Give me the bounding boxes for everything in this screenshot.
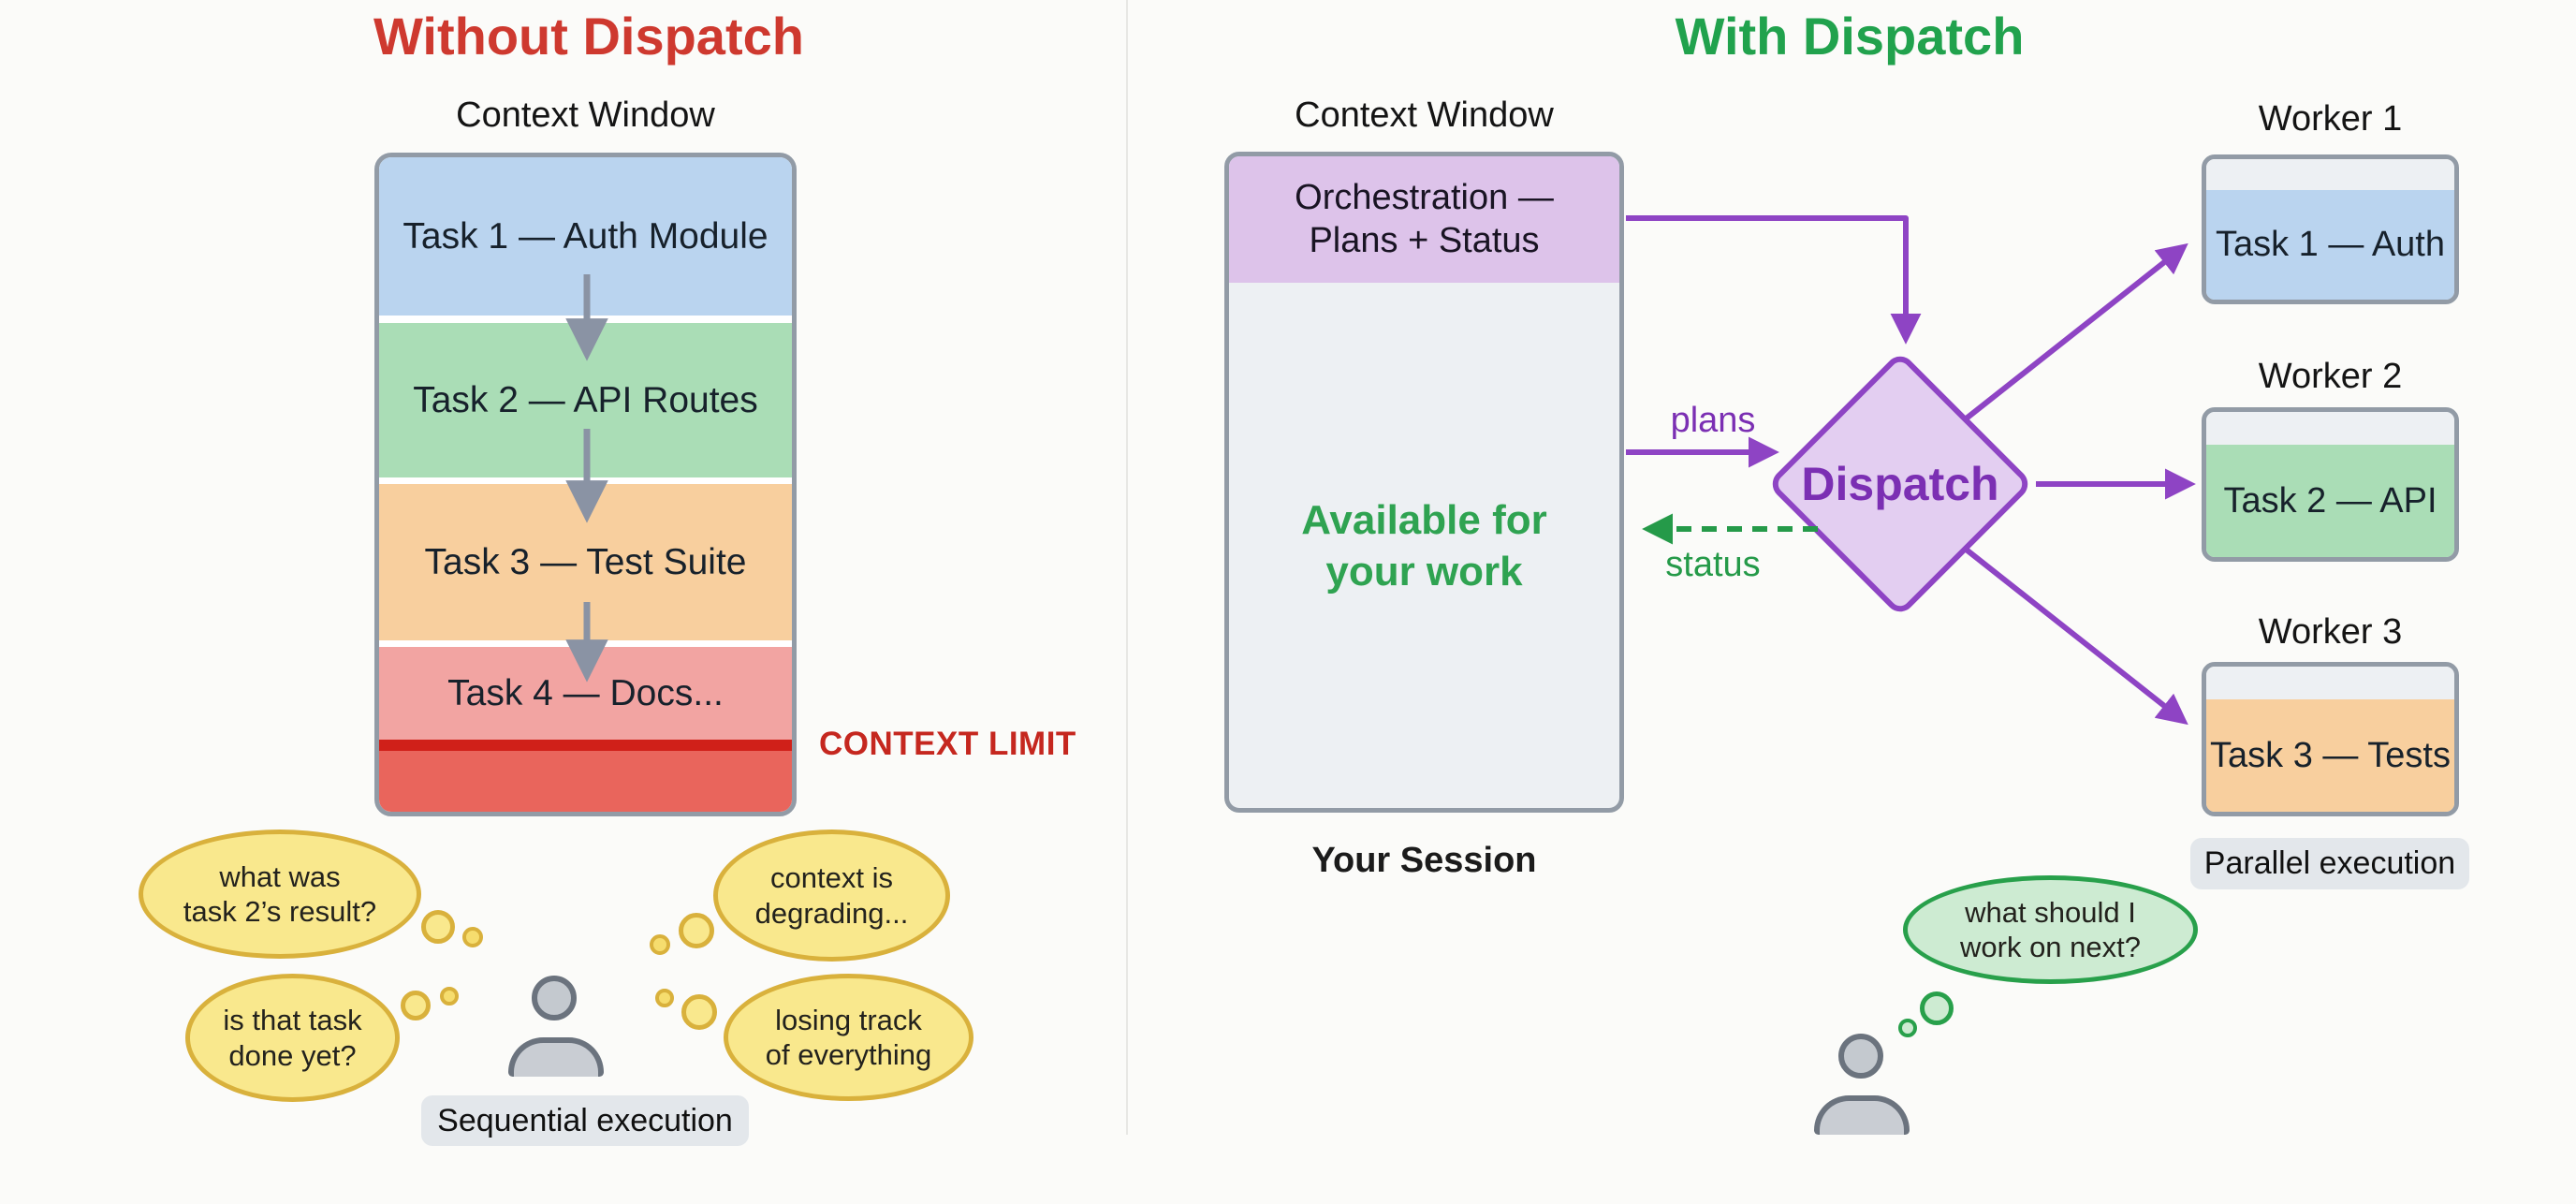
thought-dot	[679, 913, 714, 948]
thought-bubble-context-degrading: context is degrading...	[713, 830, 950, 962]
orchestration-to-dispatch-arrow	[1626, 215, 1922, 345]
worker-2-box: Task 2 — API	[2202, 407, 2459, 562]
person-head	[1838, 1034, 1883, 1079]
worker-3-task: Task 3 — Tests	[2206, 699, 2454, 812]
task-3-label: Task 3 — Test Suite	[424, 541, 747, 582]
dispatch-to-worker1-arrow	[1962, 242, 2188, 423]
task-segment-3: Task 3 — Test Suite	[379, 484, 792, 640]
dispatch-diamond: Dispatch	[1766, 350, 2034, 618]
person-body	[508, 1037, 604, 1077]
person-body	[1814, 1095, 1910, 1135]
parallel-execution-badge: Parallel execution	[2190, 838, 2469, 889]
task-1-label: Task 1 — Auth Module	[402, 215, 768, 257]
thought-dot	[462, 927, 483, 947]
left-panel-title: Without Dispatch	[373, 7, 804, 66]
orchestration-header: Orchestration — Plans + Status	[1229, 156, 1619, 283]
thought-dot	[401, 991, 431, 1020]
worker-2-label: Worker 2	[2258, 357, 2403, 396]
context-limit-label: CONTEXT LIMIT	[819, 726, 1076, 762]
sequential-execution-badge: Sequential execution	[421, 1095, 749, 1146]
thought-dot	[1920, 991, 1954, 1025]
thought-bubble-task-done: is that task done yet?	[185, 974, 400, 1102]
worker-1-task: Task 1 — Auth	[2206, 190, 2454, 300]
worker-1-label: Worker 1	[2258, 99, 2403, 139]
thought-dot	[655, 989, 674, 1007]
task-segment-1: Task 1 — Auth Module	[379, 157, 792, 316]
task-segment-2: Task 2 — API Routes	[379, 323, 792, 477]
thought-dot	[440, 987, 459, 1006]
context-limit-line	[379, 740, 792, 751]
left-context-window-box: Task 1 — Auth Module Task 2 — API Routes…	[374, 153, 797, 816]
worker-3-header-strip	[2206, 667, 2454, 699]
over-limit-segment	[379, 751, 792, 812]
worker-3-box: Task 3 — Tests	[2202, 662, 2459, 816]
plans-arrow-label: plans	[1670, 401, 1756, 440]
your-session-label: Your Session	[1311, 841, 1537, 880]
dispatch-label: Dispatch	[1801, 458, 1999, 510]
worker-2-header-strip	[2206, 412, 2454, 445]
person-head	[532, 976, 577, 1020]
thought-bubble-losing-track: losing track of everything	[724, 974, 973, 1101]
available-for-work-text: Available for your work	[1301, 496, 1547, 595]
task-2-label: Task 2 — API Routes	[413, 379, 758, 420]
dispatch-to-worker3-arrow	[1962, 545, 2188, 726]
worker-1-header-strip	[2206, 159, 2454, 190]
panel-divider	[1126, 0, 1128, 1135]
thought-dot	[421, 910, 455, 944]
session-context-window-box: Orchestration — Plans + Status Available…	[1224, 152, 1624, 813]
worker-1-box: Task 1 — Auth	[2202, 154, 2459, 304]
thought-dot	[1898, 1019, 1917, 1037]
task-4-label: Task 4 — Docs...	[447, 672, 724, 713]
thought-dot	[681, 994, 717, 1030]
right-panel-title: With Dispatch	[1675, 7, 2025, 66]
status-arrow-label: status	[1665, 545, 1761, 584]
thought-bubble-work-next: what should I work on next?	[1903, 875, 2198, 984]
worker-2-task: Task 2 — API	[2206, 445, 2454, 557]
thought-dot	[650, 934, 670, 955]
right-context-window-label: Context Window	[1295, 95, 1554, 135]
thought-bubble-task2-result: what was task 2’s result?	[139, 830, 421, 959]
left-context-window-label: Context Window	[456, 95, 715, 135]
worker-3-label: Worker 3	[2258, 612, 2403, 652]
task-segment-4: Task 4 — Docs...	[379, 647, 792, 740]
